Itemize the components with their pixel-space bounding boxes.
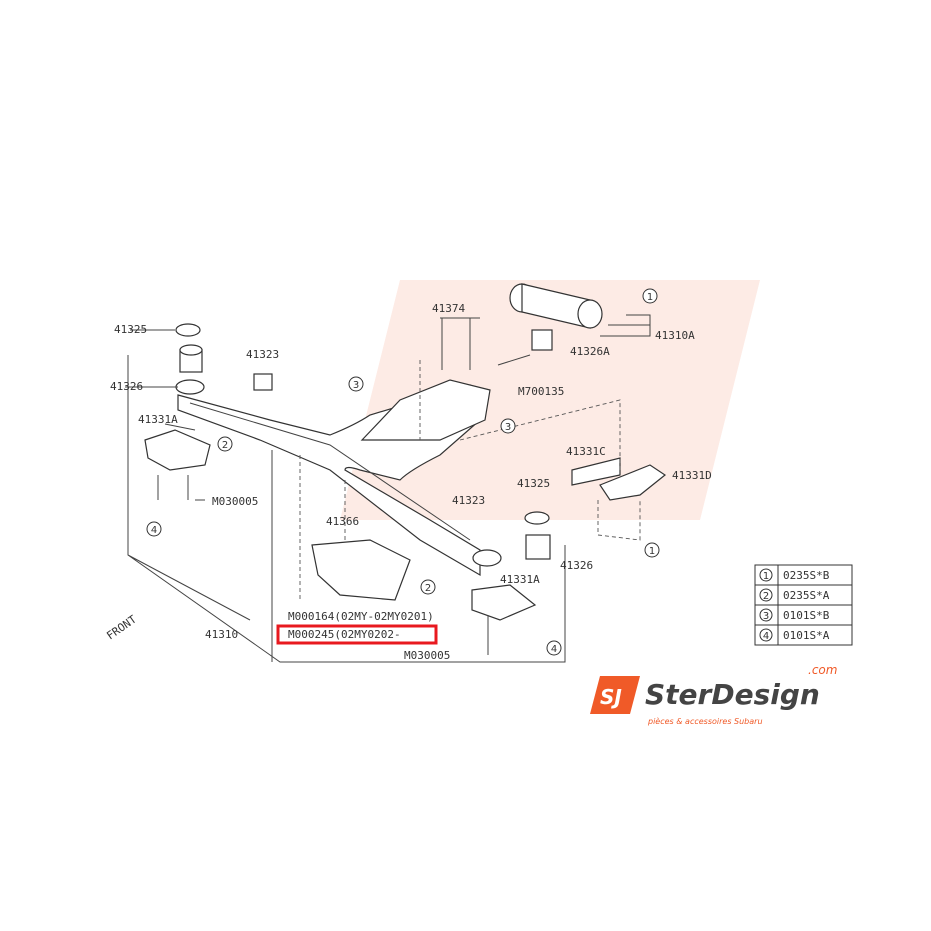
bracket-41331A-left [144,429,211,500]
svg-text:2: 2 [425,583,431,594]
svg-text:2: 2 [222,440,228,451]
mount-41323-left [253,373,273,391]
brackets-41331C-41331D [571,457,667,541]
label-41374: 41374 [432,302,465,315]
bracket-41331A-right [471,584,537,655]
label-41331A-right: 41331A [500,573,540,586]
callout-2: 2 [217,436,233,452]
svg-text:1: 1 [649,546,655,557]
bushing-41325-right [524,511,551,560]
svg-text:4: 4 [763,631,769,642]
svg-text:SterDesign: SterDesign [645,678,820,711]
svg-text:3: 3 [353,380,359,391]
svg-text:3: 3 [763,611,769,622]
watermark [340,280,760,520]
legend-row: 1 0235S*B [759,568,830,582]
svg-text:pièces & accessoires Subaru: pièces & accessoires Subaru [647,716,763,726]
callout-3: 3 [500,418,516,434]
svg-text:4: 4 [151,525,157,536]
highlight-box [276,624,438,645]
label-41325-left: 41325 [114,323,147,336]
label-41310: 41310 [205,628,238,641]
mount-41310A [497,283,603,366]
callout-2: 2 [420,579,436,595]
label-41323-right: 41323 [452,494,485,507]
legend-row: 3 0101S*B [759,608,830,622]
label-m030005-left: M030005 [212,495,258,508]
callout-4: 4 [546,640,562,656]
callouts: 1 1 2 2 3 3 4 4 [146,288,660,656]
callout-4: 4 [146,521,162,537]
label-41310A: 41310A [655,329,695,342]
label-41326-right: 41326 [560,559,593,572]
svg-text:SJ: SJ [600,685,622,709]
fastener-legend: 1 0235S*B 2 0235S*A 3 0101S*B 4 0101S*A [754,564,853,646]
label-41326-left: 41326 [110,380,143,393]
svg-text:2: 2 [763,591,769,602]
label-m000245: M000245(02MY0202- [288,628,401,641]
svg-text:1: 1 [647,292,653,303]
sterdesign-logo: SJ SterDesign .com pièces & accessoires … [590,663,837,726]
heat-shield-41366-lower [311,539,411,601]
label-m700135: M700135 [518,385,564,398]
svg-text:1: 1 [763,571,769,582]
label-m000164: M000164(02MY-02MY0201) [288,610,434,623]
label-41366: 41366 [326,515,359,528]
svg-text:3: 3 [505,422,511,433]
legend-row: 4 0101S*A [759,628,830,642]
label-m030005-right: M030005 [404,649,450,662]
callout-3: 3 [348,376,364,392]
label-41331A-left: 41331A [138,413,178,426]
svg-text:0101S*A: 0101S*A [783,629,830,642]
bushing-41325-left [175,323,203,373]
label-41331C: 41331C [566,445,606,458]
label-41326A: 41326A [570,345,610,358]
callout-1: 1 [644,542,660,558]
svg-text:0101S*B: 0101S*B [783,609,830,622]
legend-row: 2 0235S*A [759,588,830,602]
callout-1: 1 [642,288,658,304]
label-41323-left: 41323 [246,348,279,361]
label-41325-right: 41325 [517,477,550,490]
svg-text:.com: .com [808,663,837,677]
label-front: FRONT [104,613,139,643]
heat-shield-41366-upper [360,317,491,441]
label-41331D: 41331D [672,469,712,482]
svg-text:0235S*A: 0235S*A [783,589,830,602]
svg-text:0235S*B: 0235S*B [783,569,830,582]
svg-text:4: 4 [551,644,557,655]
